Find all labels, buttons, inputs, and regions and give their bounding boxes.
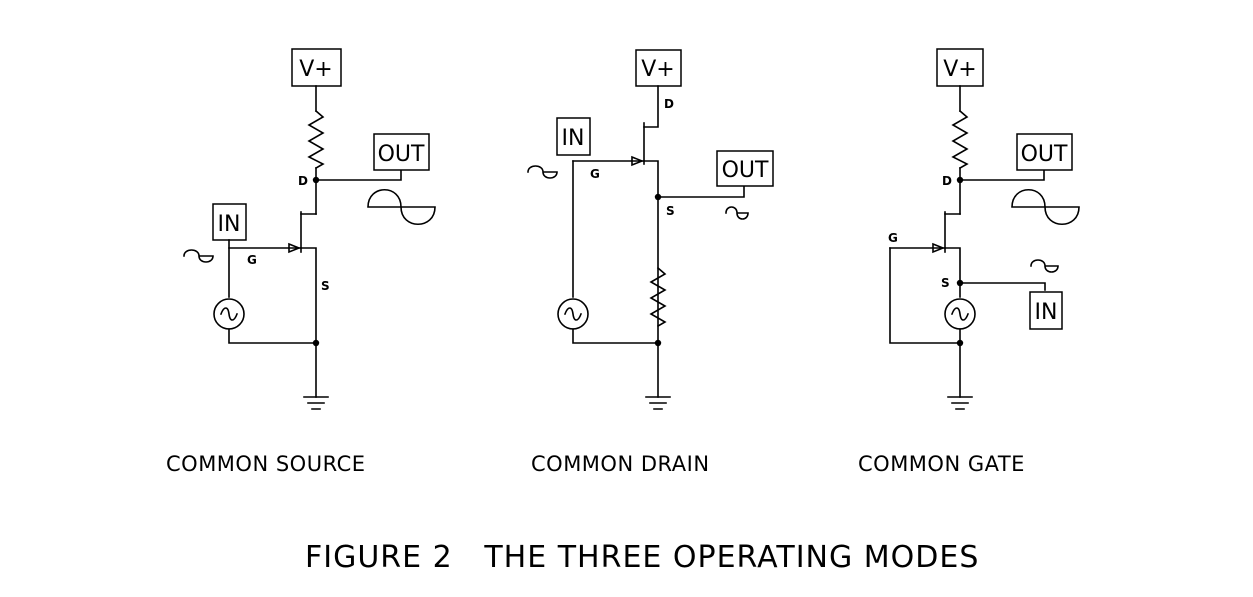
ac-source-icon <box>213 298 245 330</box>
source-pin-label: S <box>666 204 675 218</box>
output-waveform-icon <box>725 206 749 220</box>
jfet-transistor <box>572 122 659 344</box>
gate-arrow-icon <box>288 242 302 254</box>
input-waveform-icon <box>1030 259 1059 273</box>
gate-arrow-icon <box>932 242 946 254</box>
vplus-terminal: V+ <box>635 49 682 87</box>
input-waveform-icon <box>183 249 214 263</box>
output-wire <box>959 169 1045 181</box>
ground-icon <box>303 396 329 410</box>
ac-source-icon <box>557 298 589 330</box>
gate-pin-label: G <box>590 167 600 181</box>
vplus-terminal: V+ <box>936 48 984 87</box>
output-wire <box>657 185 745 198</box>
drain-resistor <box>307 109 325 170</box>
output-waveform-icon <box>367 189 436 225</box>
ground-icon <box>645 396 671 410</box>
gate-pin-label: G <box>247 253 257 267</box>
vplus-label: V+ <box>943 57 976 82</box>
out-label: OUT <box>722 158 769 183</box>
gate-arrow-icon <box>631 155 645 167</box>
out-label: OUT <box>1021 142 1068 167</box>
in-label: IN <box>1035 300 1058 325</box>
ground-icon <box>947 396 973 410</box>
drain-pin-label: D <box>942 174 952 188</box>
circuit-common-source: V+ OUT D G S IN <box>166 48 436 476</box>
source-pin-label: S <box>321 279 330 293</box>
input-wire <box>959 282 1046 291</box>
drain-wire <box>643 85 659 128</box>
caption-common-gate: COMMON GATE <box>858 452 1025 476</box>
return-wire <box>572 328 659 344</box>
input-waveform-icon <box>527 165 558 179</box>
out-terminal: OUT <box>716 150 774 187</box>
vplus-label: V+ <box>299 57 332 82</box>
in-label: IN <box>218 212 241 237</box>
circuit-common-drain: V+ D IN G OUT S <box>527 49 774 476</box>
in-label: IN <box>562 126 585 151</box>
gate-pin-label: G <box>888 231 898 245</box>
ground-node <box>956 339 964 347</box>
vplus-terminal: V+ <box>291 48 342 87</box>
gate-return-wire <box>889 247 961 344</box>
in-terminal: IN <box>1029 291 1063 330</box>
out-terminal: OUT <box>1016 133 1073 171</box>
vplus-label: V+ <box>641 57 674 82</box>
drain-resistor <box>951 109 969 170</box>
in-terminal: IN <box>556 117 591 156</box>
caption-common-source: COMMON SOURCE <box>166 452 366 476</box>
source-resistor <box>649 266 667 328</box>
jfet-transistor <box>228 211 317 344</box>
in-terminal: IN <box>212 203 247 241</box>
figure-caption: FIGURE 2 THE THREE OPERATING MODES <box>305 540 979 575</box>
return-wire <box>228 328 317 344</box>
output-waveform-icon <box>1011 189 1080 225</box>
out-label: OUT <box>378 142 425 167</box>
out-terminal: OUT <box>373 133 430 171</box>
caption-common-drain: COMMON DRAIN <box>531 452 710 476</box>
source-pin-label: S <box>941 276 950 290</box>
drain-pin-label: D <box>298 174 308 188</box>
output-wire <box>315 169 402 181</box>
circuit-common-gate: V+ OUT D G S IN <box>858 48 1080 476</box>
ac-source-icon <box>944 298 976 330</box>
drain-pin-label: D <box>664 97 674 111</box>
